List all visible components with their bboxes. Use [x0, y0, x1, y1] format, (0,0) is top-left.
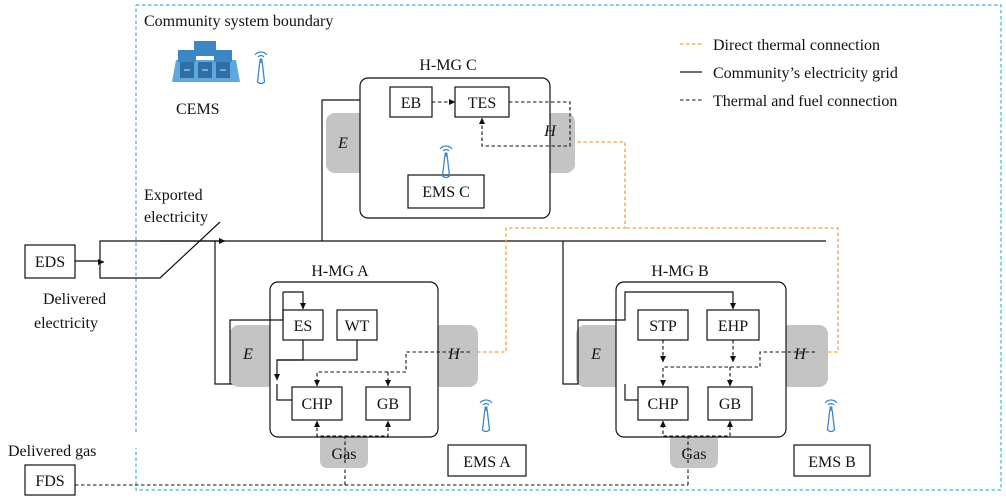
legend-grid: Community’s electricity grid	[713, 65, 898, 82]
gb-b-label: GB	[719, 396, 741, 413]
chp-b-label: CHP	[647, 396, 678, 413]
eb-box	[389, 86, 433, 118]
tab-a-gas	[320, 433, 368, 468]
mg-a-title: H-MG A	[311, 263, 369, 280]
mg-c-h: H	[543, 123, 557, 140]
antenna-icon	[824, 399, 838, 433]
ehp-label: EHP	[718, 318, 748, 335]
es-box	[282, 309, 324, 341]
gb-a-box	[365, 386, 411, 421]
tab-a-e	[230, 325, 278, 387]
chp-b-box	[637, 386, 689, 421]
gb-a-label: GB	[377, 396, 399, 413]
direct-thermal-a	[477, 141, 626, 353]
system-boundary	[135, 4, 1002, 491]
ems-b-label: EMS B	[808, 454, 856, 471]
legend: Direct thermal connection Community’s el…	[680, 37, 898, 110]
legend-direct-thermal: Direct thermal connection	[713, 37, 880, 54]
tab-b-e	[576, 325, 624, 387]
ems-c-label: EMS C	[422, 184, 470, 201]
direct-thermal-b	[625, 227, 839, 353]
mg-c-e: E	[337, 135, 348, 152]
antenna-icon	[479, 399, 493, 433]
cems-label: CEMS	[176, 101, 220, 118]
chp-a-label: CHP	[301, 396, 332, 413]
mg-b-h: H	[793, 346, 807, 363]
stp-label: STP	[649, 318, 677, 335]
mg-b-e: E	[590, 346, 601, 363]
delivered-gas-label: Delivered gas	[8, 443, 96, 460]
eds-label: EDS	[35, 254, 65, 271]
gb-b-box	[707, 386, 753, 421]
eds-box	[24, 244, 76, 279]
wt-label: WT	[345, 318, 370, 335]
delivered-electricity-line2: electricity	[34, 315, 98, 332]
mg-a-h: H	[447, 346, 461, 363]
ems-a-box	[447, 444, 527, 477]
wt-box	[336, 309, 378, 341]
mg-b-gas: Gas	[682, 446, 707, 463]
tab-b-h	[780, 325, 828, 387]
ems-a-label: EMS A	[463, 454, 511, 471]
legend-thermal-fuel: Thermal and fuel connection	[713, 93, 897, 110]
chp-a-box	[291, 386, 343, 421]
mg-a-gas: Gas	[332, 446, 357, 463]
tab-b-gas	[670, 433, 718, 468]
fds-label: FDS	[35, 473, 64, 490]
delivered-electricity-line1: Delivered	[43, 291, 106, 308]
mg-b-title: H-MG B	[651, 263, 708, 280]
antenna-icon	[254, 51, 268, 85]
stp-box	[637, 309, 689, 341]
ems-b-box	[793, 444, 871, 477]
mg-a-e: E	[242, 346, 253, 363]
ehp-box	[706, 309, 760, 341]
exported-electricity-line1: Exported	[144, 187, 203, 204]
fds-box	[24, 464, 76, 496]
ems-c-box	[407, 174, 485, 209]
es-label: ES	[294, 318, 313, 335]
eb-label: EB	[401, 95, 421, 112]
tab-a-h	[430, 325, 478, 387]
server-icon	[172, 41, 240, 82]
mg-c-title: H-MG C	[419, 57, 476, 74]
tes-label: TES	[468, 95, 496, 112]
boundary-label: Community system boundary	[144, 13, 333, 30]
exported-electricity-line2: electricity	[144, 209, 208, 226]
